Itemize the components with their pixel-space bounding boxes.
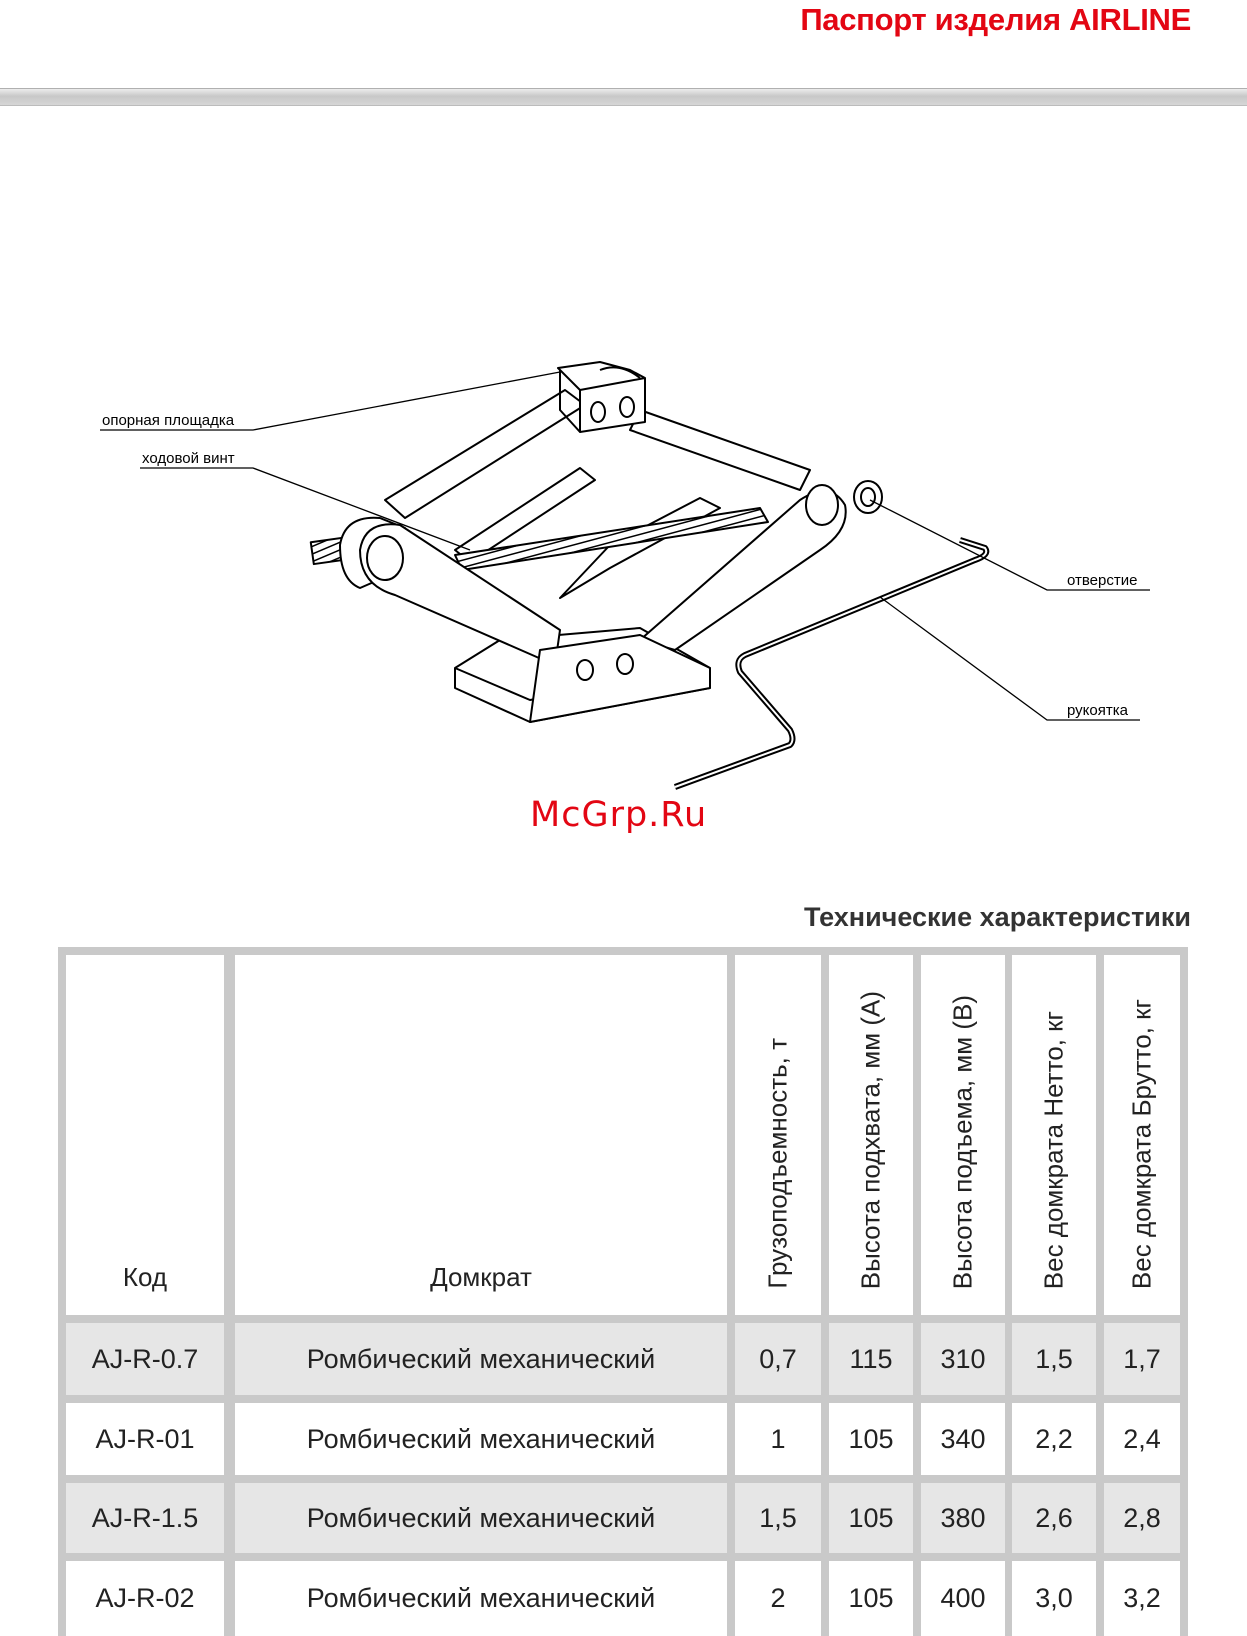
label-handle: рукоятка: [1067, 702, 1129, 719]
jack-lower-block: [529, 634, 711, 723]
cell-pickup-height: 115: [829, 1323, 913, 1395]
header-cell-pickup-height: Высота подхвата, мм (А): [829, 955, 913, 1315]
cell-gross-weight: 3,2: [1104, 1561, 1180, 1636]
label-hole: отверстие: [1067, 572, 1137, 589]
cell-lift-height: 310: [921, 1323, 1005, 1395]
jack-drawing: [309, 361, 990, 790]
cell-code: AJ-R-02: [66, 1561, 224, 1636]
cell-jack-type: Ромбический механический: [235, 1323, 727, 1395]
cell-code: AJ-R-0.7: [66, 1323, 224, 1395]
cell-pickup-height: 105: [829, 1561, 913, 1636]
header-cell-code: Код: [66, 955, 224, 1315]
header-label-net-weight: Вес домкрата Нетто, кг: [1038, 1010, 1069, 1289]
label-platform: опорная площадка: [102, 412, 235, 429]
label-lead-screw: ходовой винт: [142, 450, 235, 467]
cell-capacity: 1: [735, 1403, 821, 1475]
header-label-gross-weight: Вес домкрата Брутто, кг: [1126, 998, 1157, 1289]
header-label-code: Код: [122, 1262, 168, 1292]
cell-gross-weight: 1,7: [1104, 1323, 1180, 1395]
header-cell-capacity: Грузоподъемность, т: [735, 955, 821, 1315]
cell-capacity: 1,5: [735, 1483, 821, 1553]
cell-lift-height: 400: [921, 1561, 1005, 1636]
cell-jack-type: Ромбический механический: [235, 1403, 727, 1475]
cell-net-weight: 2,2: [1012, 1403, 1096, 1475]
cell-jack-type: Ромбический механический: [235, 1561, 727, 1636]
header-cell-lift-height: Высота подъема, мм (В): [921, 955, 1005, 1315]
header-cell-gross-weight: Вес домкрата Брутто, кг: [1104, 955, 1180, 1315]
cell-net-weight: 1,5: [1012, 1323, 1096, 1395]
leader-lines: [100, 371, 1150, 721]
section-title: Технические характеристики: [803, 902, 1191, 932]
header-label-capacity: Грузоподъемность, т: [762, 1038, 793, 1289]
header-label-pickup-height: Высота подхвата, мм (А): [855, 990, 886, 1289]
watermark-text: McGrp.Ru: [530, 795, 708, 835]
cell-gross-weight: 2,8: [1104, 1483, 1180, 1553]
cell-net-weight: 2,6: [1012, 1483, 1096, 1553]
cell-pickup-height: 105: [829, 1483, 913, 1553]
header-cell-net-weight: Вес домкрата Нетто, кг: [1012, 955, 1096, 1315]
cell-capacity: 0,7: [735, 1323, 821, 1395]
cell-gross-weight: 2,4: [1104, 1403, 1180, 1475]
header-label-jack: Домкрат: [430, 1262, 532, 1292]
specs-table: Код Домкрат Грузоподъемность, т Высота п…: [58, 947, 1188, 1636]
jack-upper-arm-right: [629, 409, 811, 491]
cell-code: AJ-R-1.5: [66, 1483, 224, 1553]
cell-pickup-height: 105: [829, 1403, 913, 1475]
scissor-jack-diagram: опорная площадка ходовой винт отверстие …: [100, 361, 1150, 790]
page-title: Паспорт изделия AIRLINE: [800, 2, 1191, 37]
cell-jack-type: Ромбический механический: [235, 1483, 727, 1553]
cell-capacity: 2: [735, 1561, 821, 1636]
cell-lift-height: 380: [921, 1483, 1005, 1553]
header-cell-jack: Домкрат: [235, 955, 727, 1315]
cell-code: AJ-R-01: [66, 1403, 224, 1475]
cell-lift-height: 340: [921, 1403, 1005, 1475]
header-divider-bar: [0, 88, 1247, 106]
cell-net-weight: 3,0: [1012, 1561, 1096, 1636]
header-label-lift-height: Высота подъема, мм (В): [947, 994, 978, 1289]
